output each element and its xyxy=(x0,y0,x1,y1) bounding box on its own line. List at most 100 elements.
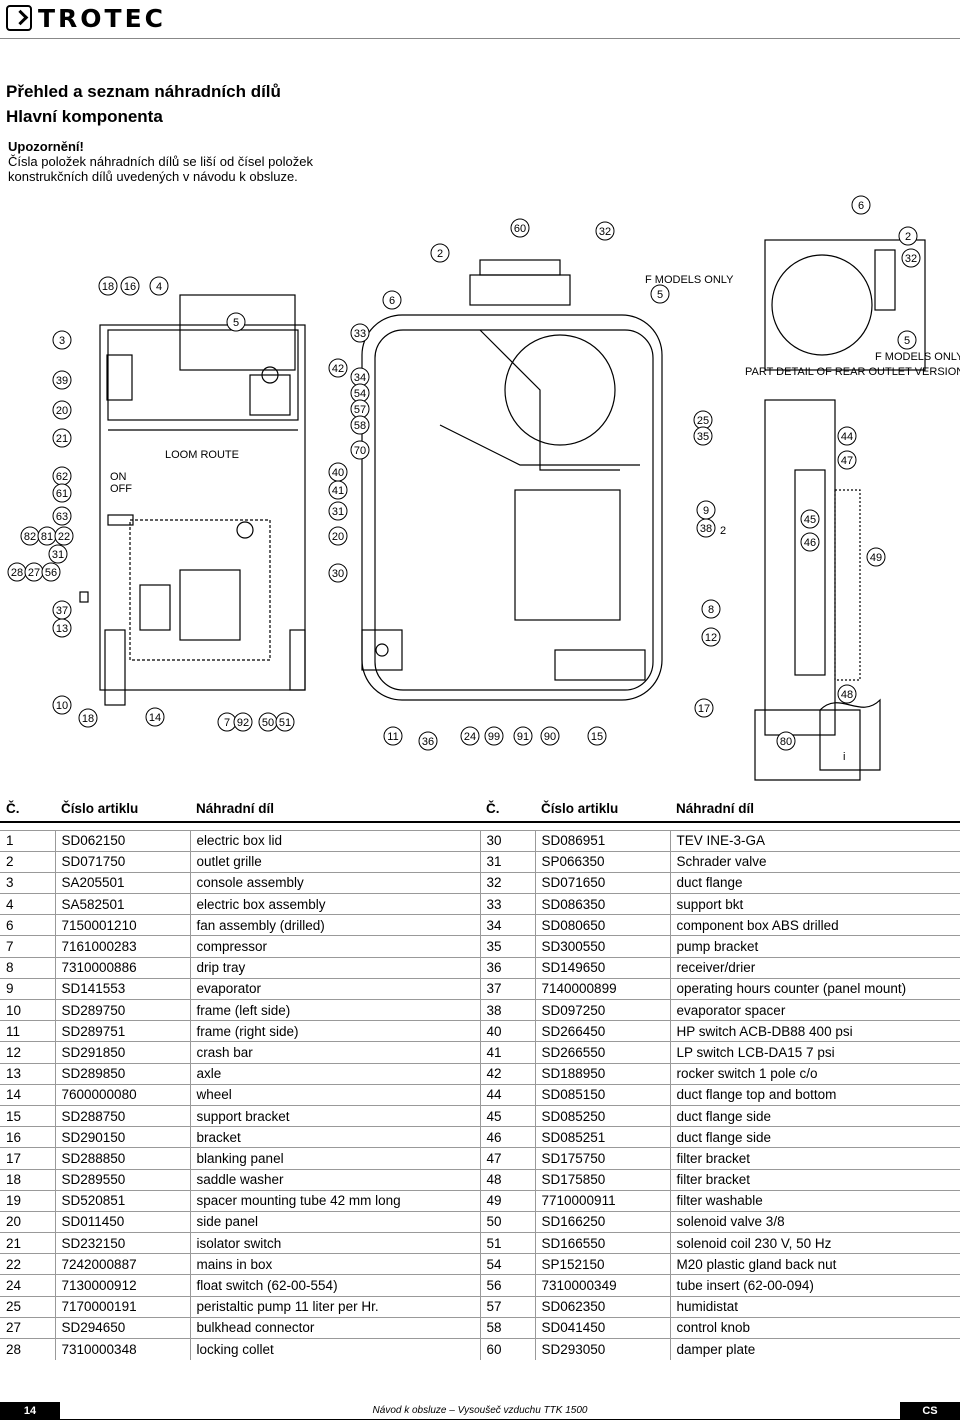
table-cell: SD288750 xyxy=(54,1104,190,1127)
callout-6-middle: 6 xyxy=(382,290,402,310)
table-cell: spacer mounting tube 42 mm long xyxy=(189,1189,480,1212)
svg-text:32: 32 xyxy=(905,253,917,265)
callout-18-bottom: 18 xyxy=(78,708,98,728)
svg-text:2: 2 xyxy=(905,231,911,243)
callout-54: 54 xyxy=(350,383,370,403)
svg-text:21: 21 xyxy=(56,433,68,445)
svg-text:35: 35 xyxy=(697,431,709,443)
table-cell: SD041450 xyxy=(534,1316,670,1339)
callout-32-middle: 32 xyxy=(595,221,615,241)
table-cell: SD266450 xyxy=(534,1020,670,1042)
table-cell: side panel xyxy=(189,1210,480,1233)
left-unit-frame xyxy=(99,324,306,691)
table-cell: duct flange side xyxy=(669,1104,960,1127)
table-cell: SD288850 xyxy=(54,1147,190,1169)
table-cell: 3 xyxy=(0,871,55,894)
table-cell: 56 xyxy=(479,1274,535,1297)
table-cell: saddle washer xyxy=(189,1168,480,1191)
table-cell: SD086951 xyxy=(534,829,670,852)
electric-box xyxy=(179,294,296,371)
callout-63: 63 xyxy=(52,506,72,526)
table-cell: LP switch LCB-DA15 7 psi xyxy=(669,1041,960,1064)
svg-text:16: 16 xyxy=(124,281,136,293)
loom-route-label: LOOM ROUTE xyxy=(165,449,239,461)
table-cell: 41 xyxy=(479,1041,535,1064)
col-article-left: Číslo artiklu xyxy=(55,796,190,823)
callout-90: 90 xyxy=(540,726,560,746)
callout-20: 20 xyxy=(52,400,72,420)
svg-text:28: 28 xyxy=(11,567,23,579)
svg-text:50: 50 xyxy=(262,717,274,729)
callout-7: 7 xyxy=(217,712,237,732)
table-cell: electric box assembly xyxy=(189,893,480,915)
table-cell: 14 xyxy=(0,1083,55,1106)
table-cell: SD149650 xyxy=(534,956,670,979)
table-cell: rocker switch 1 pole c/o xyxy=(669,1062,960,1085)
table-cell: 7130000912 xyxy=(54,1274,190,1297)
table-cell: locking collet xyxy=(189,1337,480,1360)
table-cell: SD293050 xyxy=(534,1337,670,1360)
svg-text:92: 92 xyxy=(237,717,249,729)
svg-text:6: 6 xyxy=(389,295,395,307)
table-cell: peristaltic pump 11 liter per Hr. xyxy=(189,1295,480,1318)
table-cell: duct flange side xyxy=(669,1126,960,1148)
callout-33: 33 xyxy=(350,323,370,343)
svg-text:4: 4 xyxy=(156,281,162,293)
table-cell: filter bracket xyxy=(669,1147,960,1169)
table-cell: SD097250 xyxy=(534,998,670,1021)
svg-text:5: 5 xyxy=(904,335,910,347)
table-cell: 7 xyxy=(0,935,55,958)
table-cell: 27 xyxy=(0,1316,55,1339)
callout-58: 58 xyxy=(350,415,370,435)
table-cell: 4 xyxy=(0,893,55,915)
receiver-drier-box xyxy=(361,629,403,671)
table-cell: 24 xyxy=(0,1274,55,1297)
table-cell: 22 xyxy=(0,1253,55,1275)
callout-16: 16 xyxy=(120,276,140,296)
callout-11: 11 xyxy=(383,726,403,746)
svg-text:32: 32 xyxy=(599,226,611,238)
table-cell: 54 xyxy=(479,1253,535,1275)
table-cell: SD266550 xyxy=(534,1041,670,1064)
table-cell: duct flange xyxy=(669,871,960,894)
table-cell: 35 xyxy=(479,935,535,958)
callout-10: 10 xyxy=(52,695,72,715)
table-cell: 58 xyxy=(479,1316,535,1339)
table-cell: 48 xyxy=(479,1168,535,1191)
table-cell: SA205501 xyxy=(54,871,190,894)
callout-92: 92 xyxy=(233,712,253,732)
table-cell: 7170000191 xyxy=(54,1295,190,1318)
table-cell: HP switch ACB-DB88 400 psi xyxy=(669,1020,960,1042)
callout-2-middle: 2 xyxy=(430,243,450,263)
table-cell: 13 xyxy=(0,1062,55,1085)
svg-text:17: 17 xyxy=(698,703,710,715)
table-cell: SA582501 xyxy=(54,893,190,915)
table-cell: damper plate xyxy=(669,1337,960,1360)
col-part-left: Náhradní díl xyxy=(190,796,480,823)
svg-text:37: 37 xyxy=(56,605,68,617)
svg-text:27: 27 xyxy=(28,567,40,579)
svg-text:99: 99 xyxy=(488,731,500,743)
callout-17: 17 xyxy=(694,698,714,718)
table-cell: blanking panel xyxy=(189,1147,480,1169)
svg-text:82: 82 xyxy=(24,531,36,543)
table-header-row: Č. Číslo artiklu Náhradní díl Č. Číslo a… xyxy=(0,796,960,823)
svg-text:70: 70 xyxy=(354,445,366,457)
table-cell: 19 xyxy=(0,1189,55,1212)
table-cell: SD289850 xyxy=(54,1062,190,1085)
svg-text:25: 25 xyxy=(697,415,709,427)
svg-text:8: 8 xyxy=(708,604,714,616)
callout-61: 61 xyxy=(52,483,72,503)
table-cell: drip tray xyxy=(189,956,480,979)
table-cell: SD289751 xyxy=(54,1020,190,1042)
spare-parts-table: Č. Číslo artiklu Náhradní díl Č. Číslo a… xyxy=(0,796,960,1360)
callout-62: 62 xyxy=(52,466,72,486)
f-models-only-label-1: F MODELS ONLY xyxy=(645,274,734,286)
page-number: 14 xyxy=(0,1402,60,1420)
